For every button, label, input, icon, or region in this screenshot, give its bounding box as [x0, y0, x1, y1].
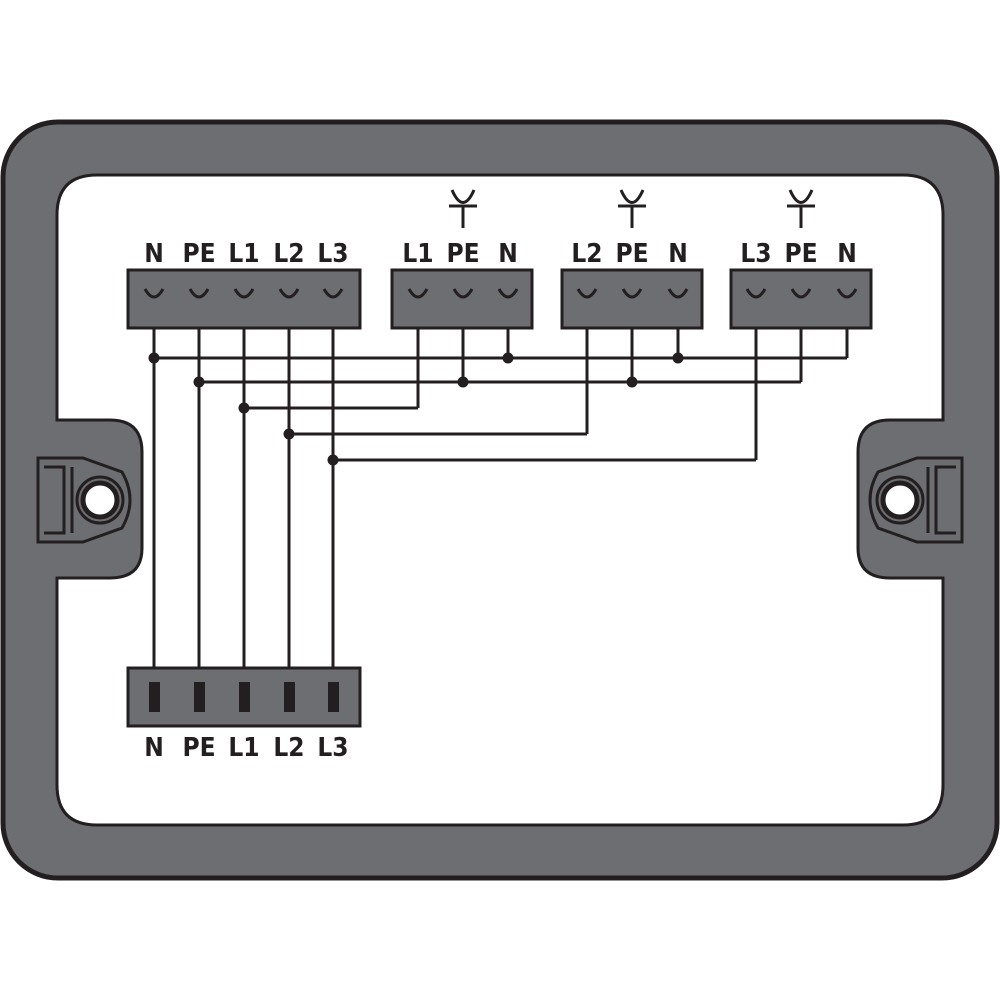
terminal-socket-icon: [745, 288, 767, 299]
plug-pin: [149, 682, 160, 712]
distribution-box-housing: [0, 119, 1000, 881]
plug-label: L2: [273, 733, 304, 763]
junction-dot: [283, 428, 295, 440]
junction-dot: [457, 376, 469, 388]
junction-dot: [238, 402, 250, 414]
socket-symbol-icon: [618, 189, 646, 228]
terminal-socket-icon: [322, 288, 344, 299]
output-terminal-block-2: [560, 268, 704, 330]
terminal-socket-icon: [278, 288, 300, 299]
terminal-label: PE: [446, 239, 479, 269]
terminal-socket-icon: [452, 288, 474, 299]
junction-dot: [626, 376, 638, 388]
terminal-label: L2: [571, 239, 602, 269]
terminal-socket-icon: [667, 288, 689, 299]
terminal-socket-icon: [407, 288, 429, 299]
socket-symbol-icon: [449, 189, 477, 228]
junction-dot: [193, 376, 205, 388]
terminal-label: PE: [615, 239, 648, 269]
mounting-tab-left: [36, 456, 132, 544]
socket-symbol-icon: [787, 189, 815, 228]
plug-label: L3: [317, 733, 348, 763]
plug-pin: [239, 682, 250, 712]
plug-label: L1: [228, 733, 259, 763]
terminal-socket-icon: [233, 288, 255, 299]
output-terminal-block-3: [729, 268, 873, 330]
plug-pin: [328, 682, 339, 712]
terminal-label: L1: [402, 239, 433, 269]
output-terminal-block-1: [390, 268, 534, 330]
junction-dot: [148, 352, 160, 364]
mounting-tab-right: [868, 456, 964, 544]
terminal-socket-icon: [143, 288, 165, 299]
plug-label: N: [144, 733, 164, 763]
plug-pin: [284, 682, 295, 712]
terminal-socket-icon: [790, 288, 812, 299]
terminal-label: L3: [317, 239, 348, 269]
input-terminal-block: [126, 268, 362, 330]
terminal-label: L1: [228, 239, 259, 269]
terminal-label: N: [837, 239, 857, 269]
terminal-label: PE: [182, 239, 215, 269]
terminal-label: L2: [273, 239, 304, 269]
terminal-socket-icon: [497, 288, 519, 299]
terminal-socket-icon: [188, 288, 210, 299]
terminal-label: PE: [784, 239, 817, 269]
plug-label: PE: [182, 733, 215, 763]
plug-pin: [194, 682, 205, 712]
terminal-label: L3: [740, 239, 771, 269]
junction-dot: [327, 454, 339, 466]
junction-dot: [672, 352, 684, 364]
terminal-socket-icon: [576, 288, 598, 299]
terminal-label: N: [144, 239, 164, 269]
terminal-socket-icon: [836, 288, 858, 299]
junction-dot: [502, 352, 514, 364]
terminal-label: N: [498, 239, 518, 269]
terminal-label: N: [668, 239, 688, 269]
terminal-socket-icon: [621, 288, 643, 299]
